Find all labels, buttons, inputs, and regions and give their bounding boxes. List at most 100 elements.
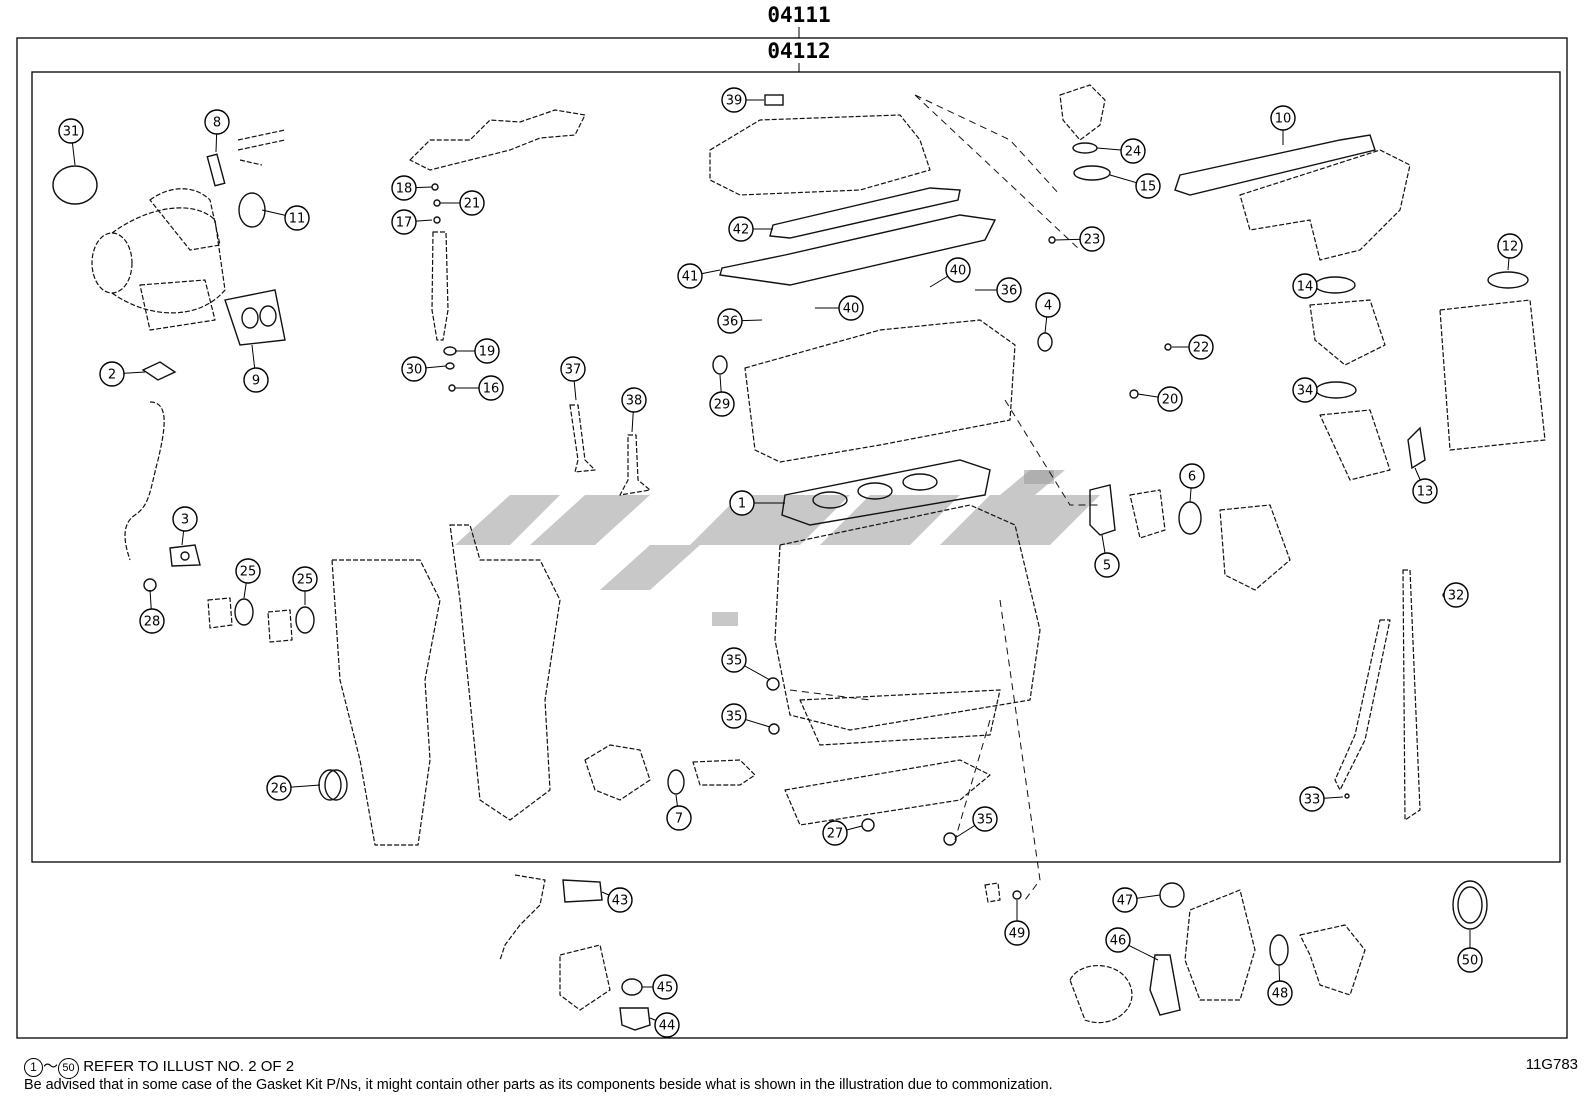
timing-cover-drawing [331, 559, 441, 846]
callout-circle-11 [284, 205, 310, 231]
callout-number-18: 18 [396, 182, 413, 197]
callout-number-28: 28 [144, 615, 161, 630]
callout-number-20: 20 [1162, 393, 1179, 408]
callout-number-35: 35 [726, 710, 743, 725]
callout-circle-48 [1267, 980, 1293, 1006]
water-pump-drawing [1069, 965, 1133, 1024]
callout-circle-28 [139, 608, 165, 634]
callout-number-25: 25 [297, 573, 314, 588]
range-end-badge: 50 [58, 1058, 80, 1079]
water-outlet-drawing [1299, 924, 1366, 996]
callout-number-16: 16 [483, 382, 500, 397]
watermark-logo [455, 470, 1100, 626]
part-5-gasket [1089, 484, 1116, 536]
cylinder-block-drawing [774, 504, 1041, 731]
callout-circle-6 [1179, 463, 1205, 489]
egr-valve-drawing [1309, 299, 1386, 366]
callout-circle-42 [728, 216, 754, 242]
cylinder-head-cover-drawing [709, 114, 931, 196]
callout-number-36: 36 [1001, 284, 1018, 299]
callout-number-44: 44 [659, 1019, 676, 1034]
callout-number-4: 4 [1044, 299, 1052, 314]
callout-circle-1 [729, 490, 755, 516]
callout-number-9: 9 [252, 374, 260, 389]
callout-circle-47 [1112, 887, 1138, 913]
callout-circle-40 [945, 257, 971, 283]
water-inlet-drawing [559, 944, 611, 1011]
callout-circle-32 [1443, 582, 1469, 608]
callout-number-48: 48 [1272, 987, 1289, 1002]
egr-cooler-drawing [1219, 504, 1291, 591]
part-44-gasket [619, 1007, 651, 1031]
callout-circle-8 [204, 109, 230, 135]
part-1-cylinder-head-gasket [781, 459, 991, 526]
intake-manifold-drawing [1239, 149, 1411, 261]
fuel-rail-drawing [409, 109, 586, 171]
callout-number-27: 27 [827, 827, 844, 842]
callout-number-49: 49 [1009, 927, 1026, 942]
callout-number-42: 42 [733, 223, 750, 238]
part-47-gasket [1159, 882, 1185, 908]
callout-circle-29 [709, 391, 735, 417]
callout-circle-7 [666, 805, 692, 831]
callout-number-30: 30 [406, 363, 423, 378]
part-39-plug [764, 94, 784, 106]
callout-number-40: 40 [950, 264, 967, 279]
part-22-ring [1164, 343, 1172, 351]
callout-circle-15 [1135, 173, 1161, 199]
callout-circle-22 [1188, 334, 1214, 360]
callout-number-36: 36 [722, 315, 739, 330]
part-49-ring [1012, 890, 1022, 900]
callout-number-21: 21 [464, 197, 481, 212]
part-3-gasket [169, 544, 201, 567]
part-2-gasket [141, 361, 177, 381]
callout-number-38: 38 [626, 394, 643, 409]
part-46-gasket [1149, 954, 1181, 1016]
timing-chain-case-drawing [449, 524, 561, 821]
callout-circle-24 [1120, 138, 1146, 164]
callout-number-7: 7 [675, 812, 683, 827]
part-25-o-ring-a [234, 598, 254, 626]
callout-circle-13 [1412, 478, 1438, 504]
callout-number-13: 13 [1417, 485, 1434, 500]
pipe-drawing [237, 129, 286, 166]
callout-circle-17 [391, 209, 417, 235]
callout-circle-33 [1299, 786, 1325, 812]
callout-number-14: 14 [1297, 280, 1314, 295]
callout-number-39: 39 [726, 94, 743, 109]
callout-number-25: 25 [240, 565, 257, 580]
range-start-badge: 1 [24, 1058, 43, 1077]
intercooler-drawing [1439, 299, 1546, 451]
water-pump-housing-drawing [1184, 889, 1256, 1001]
callout-number-29: 29 [714, 398, 731, 413]
callout-number-43: 43 [612, 894, 629, 909]
oil-pipe-drawing [124, 401, 165, 561]
part-4-ring [1037, 332, 1053, 352]
oil-cooler-pipe-drawing [499, 874, 546, 961]
callout-circle-35 [972, 806, 998, 832]
part-41-head-cover-gasket [719, 214, 997, 286]
part-23-ring [1048, 236, 1056, 244]
part-10-intake-manifold-gasket [1174, 134, 1376, 196]
callout-circle-50 [1457, 947, 1483, 973]
injector-drawing [431, 231, 449, 341]
callout-circle-41 [677, 263, 703, 289]
callout-circle-25 [235, 558, 261, 584]
callout-number-8: 8 [213, 116, 221, 131]
callout-number-12: 12 [1502, 240, 1519, 255]
callout-circle-34 [1292, 377, 1318, 403]
callout-circle-19 [474, 338, 500, 364]
callout-number-46: 46 [1110, 934, 1127, 949]
turbocharger-drawing [91, 188, 226, 331]
callout-circle-25 [292, 566, 318, 592]
part-12-gasket [1487, 271, 1529, 289]
callout-number-17: 17 [396, 216, 413, 231]
callout-number-19: 19 [479, 345, 496, 360]
callout-number-23: 23 [1084, 233, 1101, 248]
vvt-sensor-drawing [1059, 84, 1106, 141]
callout-number-45: 45 [657, 981, 674, 996]
callout-number-33: 33 [1304, 793, 1321, 808]
part-50-oil-seal [1452, 880, 1488, 930]
part-14-gasket [1314, 276, 1356, 294]
